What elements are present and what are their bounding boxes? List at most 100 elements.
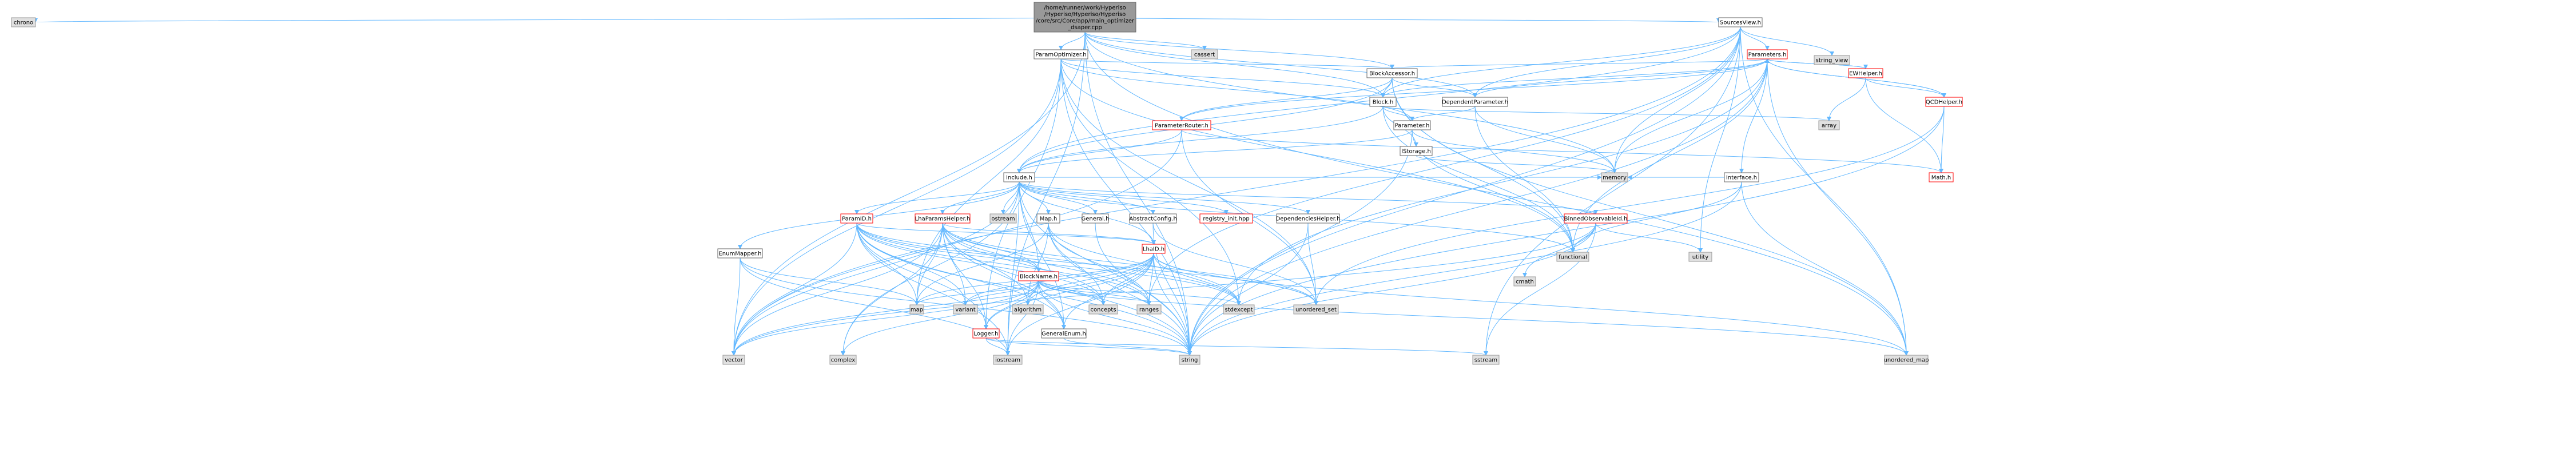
node-parameter-router[interactable]: ParameterRouter.h	[1152, 120, 1211, 130]
node-qcdhelper[interactable]: QCDHelper.h	[1925, 97, 1963, 107]
edge-paramid-to-vector	[732, 222, 857, 356]
edge-block-to-include	[1017, 106, 1384, 173]
node-paramid[interactable]: ParamID.h	[840, 213, 873, 224]
node-box	[1369, 97, 1397, 107]
node-logger[interactable]: Logger.h	[972, 328, 1000, 339]
node-block[interactable]: Block.h	[1369, 97, 1397, 107]
edge-root-to-chrono	[34, 17, 1086, 23]
node-box	[1556, 252, 1589, 262]
edge-include-to-registry-init	[1019, 181, 1229, 214]
node-lhaparams[interactable]: LhaParamsHelper.h	[915, 213, 971, 224]
edge-paramid-to-block-name	[856, 222, 1041, 272]
edge-include-to-abstract-config	[1019, 181, 1155, 214]
node-label: vector	[725, 357, 744, 364]
node-enum-mapper[interactable]: EnumMapper.h	[717, 248, 763, 259]
node-label: EnumMapper.h	[718, 251, 761, 257]
node-box	[1818, 120, 1840, 130]
node-parameters[interactable]: Parameters.h	[1747, 49, 1788, 59]
edge-sources-view-to-vector	[732, 26, 1741, 356]
node-label: sstream	[1474, 357, 1497, 364]
edge-binned-observable-to-vector	[732, 222, 1596, 356]
edge-lhaid-to-string	[1153, 253, 1192, 356]
node-dependencies-helper[interactable]: DependenciesHelper.h	[1276, 213, 1341, 224]
node-concepts: concepts	[1088, 304, 1118, 315]
node-memory: memory	[1601, 172, 1628, 182]
node-stdexcept: stdexcept	[1223, 304, 1255, 315]
edge-ewhelper-to-array	[1827, 77, 1866, 121]
node-box	[953, 304, 978, 315]
node-box	[1036, 213, 1060, 224]
node-label: array	[1822, 123, 1836, 129]
node-box	[1848, 68, 1883, 78]
node-box	[915, 213, 971, 224]
node-general-enum[interactable]: GeneralEnum.h	[1041, 328, 1087, 339]
node-box	[1601, 172, 1628, 182]
node-box	[1088, 304, 1118, 315]
edge-paramid-to-concepts	[856, 222, 1106, 305]
node-label: Interface.h	[1726, 175, 1757, 181]
edge-param-optimizer-to-block-accessor	[1060, 58, 1394, 69]
node-ewhelper[interactable]: EWHelper.h	[1848, 68, 1883, 78]
node-block-name[interactable]: BlockName.h	[1018, 271, 1059, 281]
node-box	[1033, 2, 1136, 33]
node-block-accessor[interactable]: BlockAccessor.h	[1366, 68, 1418, 78]
node-label: utility	[1692, 255, 1709, 261]
node-label: ranges	[1139, 307, 1159, 313]
node-label: include.h	[1006, 175, 1032, 181]
edge-block-accessor-to-parameter-router	[1179, 77, 1393, 121]
node-label: Parameter.h	[1395, 123, 1430, 129]
node-box	[1293, 304, 1339, 315]
node-unordered-set: unordered_set	[1293, 304, 1339, 315]
node-vector: vector	[722, 355, 745, 365]
edge-lhaparams-to-string	[942, 222, 1192, 356]
node-box	[1191, 49, 1218, 59]
node-parameter[interactable]: Parameter.h	[1393, 120, 1431, 130]
node-box	[1003, 172, 1035, 182]
edge-ewhelper-to-qcdhelper	[1865, 77, 1946, 98]
edge-binned-observable-to-sstream	[1484, 222, 1596, 356]
edge-lhaid-to-logger	[984, 253, 1154, 329]
edge-istorage-to-memory	[1416, 155, 1617, 173]
node-map-h[interactable]: Map.h	[1036, 213, 1060, 224]
node-label: Parameters.h	[1748, 52, 1787, 58]
node-param-optimizer[interactable]: ParamOptimizer.h	[1033, 49, 1088, 59]
node-lhaid[interactable]: LhaID.h	[1142, 244, 1166, 254]
node-math[interactable]: Math.h	[1929, 172, 1954, 182]
node-algorithm: algorithm	[1012, 304, 1044, 315]
node-box	[829, 355, 857, 365]
edge-binned-observable-to-functional	[1571, 222, 1596, 253]
node-box	[989, 213, 1017, 224]
edge-sources-view-to-sstream	[1484, 26, 1741, 356]
node-box	[909, 304, 924, 315]
node-binned-observable[interactable]: BinnedObservableId.h	[1564, 213, 1628, 224]
node-istorage[interactable]: IStorage.h	[1400, 146, 1433, 156]
node-include[interactable]: include.h	[1003, 172, 1035, 182]
node-label: cmath	[1516, 279, 1534, 285]
node-abstract-config[interactable]: AbstractConfig.h	[1129, 213, 1177, 224]
edge-root-to-cassert	[1084, 31, 1207, 50]
edge-interface-to-unordered-map	[1741, 181, 1909, 356]
node-label: ParamOptimizer.h	[1035, 52, 1086, 58]
node-registry-init[interactable]: registry_init.hpp	[1199, 213, 1253, 224]
node-sources-view[interactable]: SourcesView.h	[1718, 17, 1763, 27]
node-dependent-parameter[interactable]: DependentParameter.h	[1442, 97, 1508, 107]
node-box	[1747, 49, 1788, 59]
node-box	[1276, 213, 1340, 224]
edge-interface-to-string	[1187, 181, 1742, 356]
edge-qcdhelper-to-math	[1939, 106, 1945, 173]
edge-logger-to-iostream	[985, 337, 1010, 356]
node-ranges: ranges	[1136, 304, 1162, 315]
node-box	[972, 328, 1000, 339]
edge-block-name-to-map	[915, 280, 1039, 305]
node-cassert: cassert	[1191, 49, 1218, 59]
node-box	[1041, 328, 1087, 339]
edge-parameter-router-to-math	[1181, 129, 1943, 173]
node-general[interactable]: General.h	[1082, 213, 1110, 224]
edge-block-name-to-stdexcept	[1038, 280, 1241, 305]
node-root[interactable]: /home/runner/work/Hyperiso/Hyperiso/Hype…	[1033, 2, 1136, 33]
node-interface[interactable]: Interface.h	[1724, 172, 1759, 182]
edge-block-to-functional	[1382, 106, 1575, 253]
edge-abstract-config-to-unordered-set	[1152, 222, 1318, 305]
edge-block-name-to-iostream	[1005, 280, 1039, 356]
node-label: Map.h	[1040, 216, 1058, 222]
